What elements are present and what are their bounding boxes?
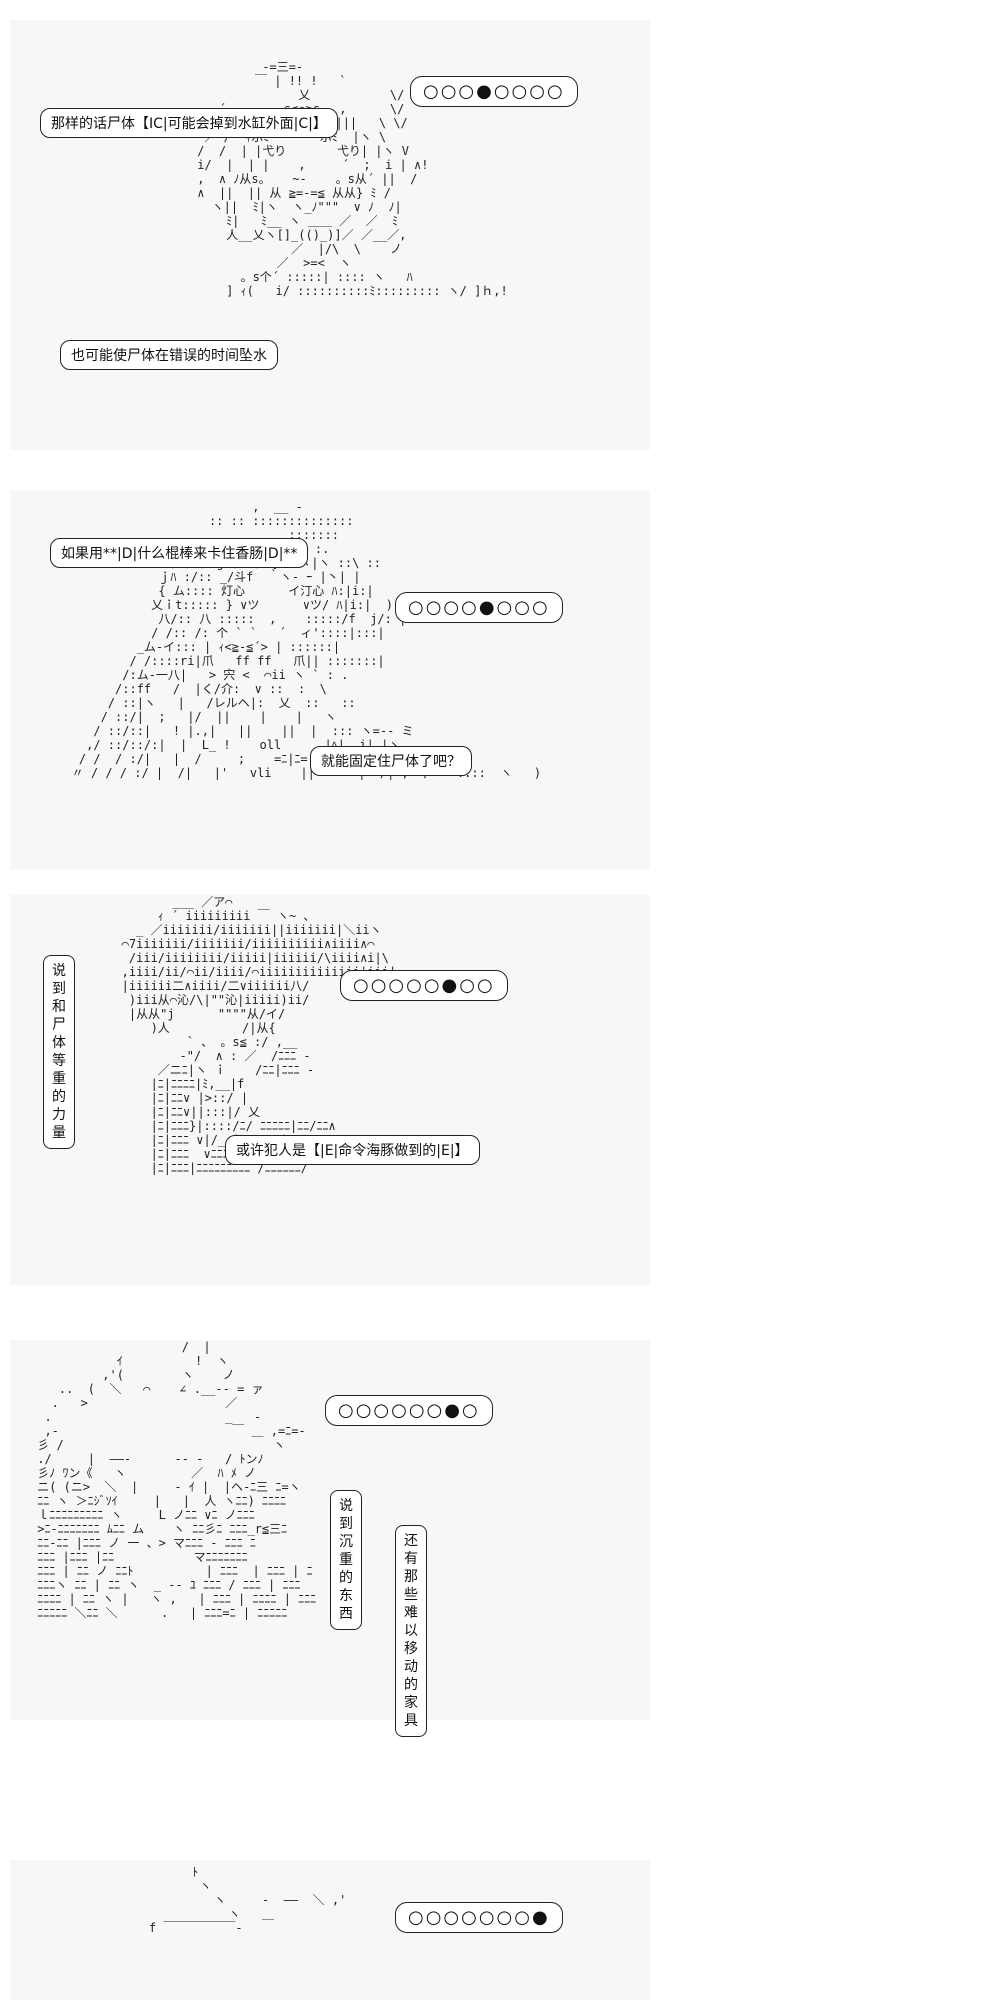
progress-dots-bubble: ○○○●○○○○ <box>410 76 578 107</box>
panel-1: -=三=- ￣ | !! ! ` 乂 \/ ´ , .s≦⌒≧s。 , \/ /… <box>10 20 650 450</box>
panel-3: ___ ／ア⌒ ｨ ´ iiiiiiiii ￣ ヽ~ 、 _ ／iiiiiii/… <box>10 895 650 1285</box>
progress-dots-bubble: ○○○○○○●○ <box>325 1395 493 1426</box>
panel-5: ﾄ ヽ ヽ - —— ＼ ,' ヽ ＿ f ￣￣￣￣￣￣- ○○○○○○○● <box>10 1860 650 2000</box>
vertical-speech-bubble: 说到沉重的东西 <box>330 1490 362 1630</box>
progress-dots-bubble: ○○○○○●○○ <box>340 970 508 1001</box>
speech-bubble: 就能固定住尸体了吧？ <box>310 746 472 776</box>
speech-bubble: 那样的话尸体【IC|可能会掉到水缸外面|C|】 <box>40 108 338 138</box>
vertical-speech-bubble: 还有那些难以移动的家具 <box>395 1525 427 1737</box>
speech-bubble: 如果用**|D|什么棍棒来卡住香肠|D|** <box>50 538 309 568</box>
panel-2: , __ - :: :: :::::::::::::: ::::::: 乂: :… <box>10 490 650 870</box>
speech-bubble: 也可能使尸体在错误的时间坠水 <box>60 340 278 370</box>
progress-dots-bubble: ○○○○●○○○ <box>395 592 563 623</box>
progress-dots-bubble: ○○○○○○○● <box>395 1902 563 1933</box>
ascii-art-character: ___ ／ア⌒ ｨ ´ iiiiiiiii ￣ ヽ~ 、 _ ／iiiiiii/… <box>121 895 404 1175</box>
panel-4: / | ｲ ! ヽ ,'( ヽ ノ .. ( ＼ ⌒ ∠ .__-- = ァ .… <box>10 1340 650 1737</box>
speech-bubble: 或许犯人是【|E|命令海豚做到的|E|】 <box>225 1135 480 1165</box>
ascii-art-character: / | ｲ ! ヽ ,'( ヽ ノ .. ( ＼ ⌒ ∠ .__-- = ァ .… <box>37 1340 317 1620</box>
vertical-speech-bubble: 说到和尸体等重的力量 <box>43 955 75 1149</box>
ascii-art-character: ﾄ ヽ ヽ - —— ＼ ,' ヽ ＿ f ￣￣￣￣￣￣- <box>148 1865 347 1935</box>
